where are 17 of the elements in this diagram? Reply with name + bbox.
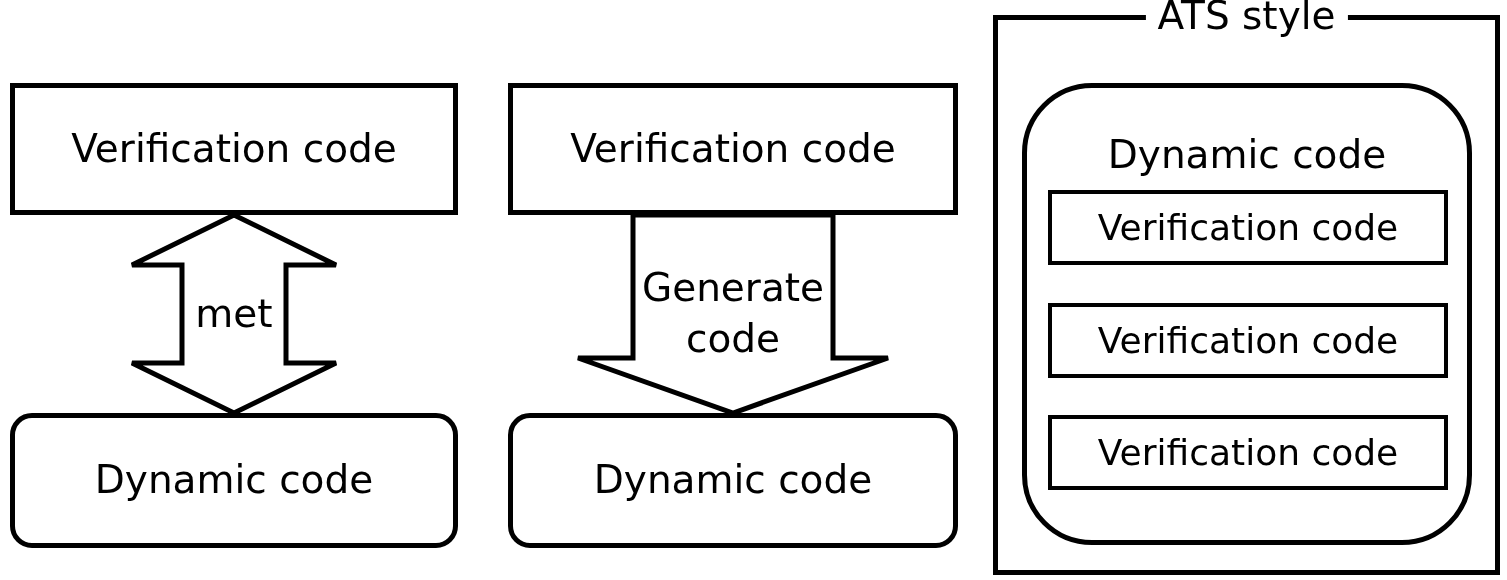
box-label: Verification code xyxy=(570,127,896,171)
code-box xyxy=(1048,415,1448,490)
code-box xyxy=(508,413,958,548)
code-box xyxy=(1048,303,1448,378)
code-box xyxy=(1022,83,1472,545)
box-label: Verification code xyxy=(1097,207,1399,248)
code-box xyxy=(10,83,458,215)
code-box xyxy=(508,83,958,215)
box-label: Verification code xyxy=(71,127,397,171)
box-label: Verification code xyxy=(1097,432,1399,473)
box-label: Dynamic code xyxy=(1107,134,1387,177)
code-box xyxy=(10,413,458,548)
code-box xyxy=(1048,190,1448,265)
box-label: Dynamic code xyxy=(593,459,873,502)
box-label: Dynamic code xyxy=(94,459,374,502)
frame-heading: ATS style xyxy=(1145,0,1348,38)
box-label: Verification code xyxy=(1097,320,1399,361)
